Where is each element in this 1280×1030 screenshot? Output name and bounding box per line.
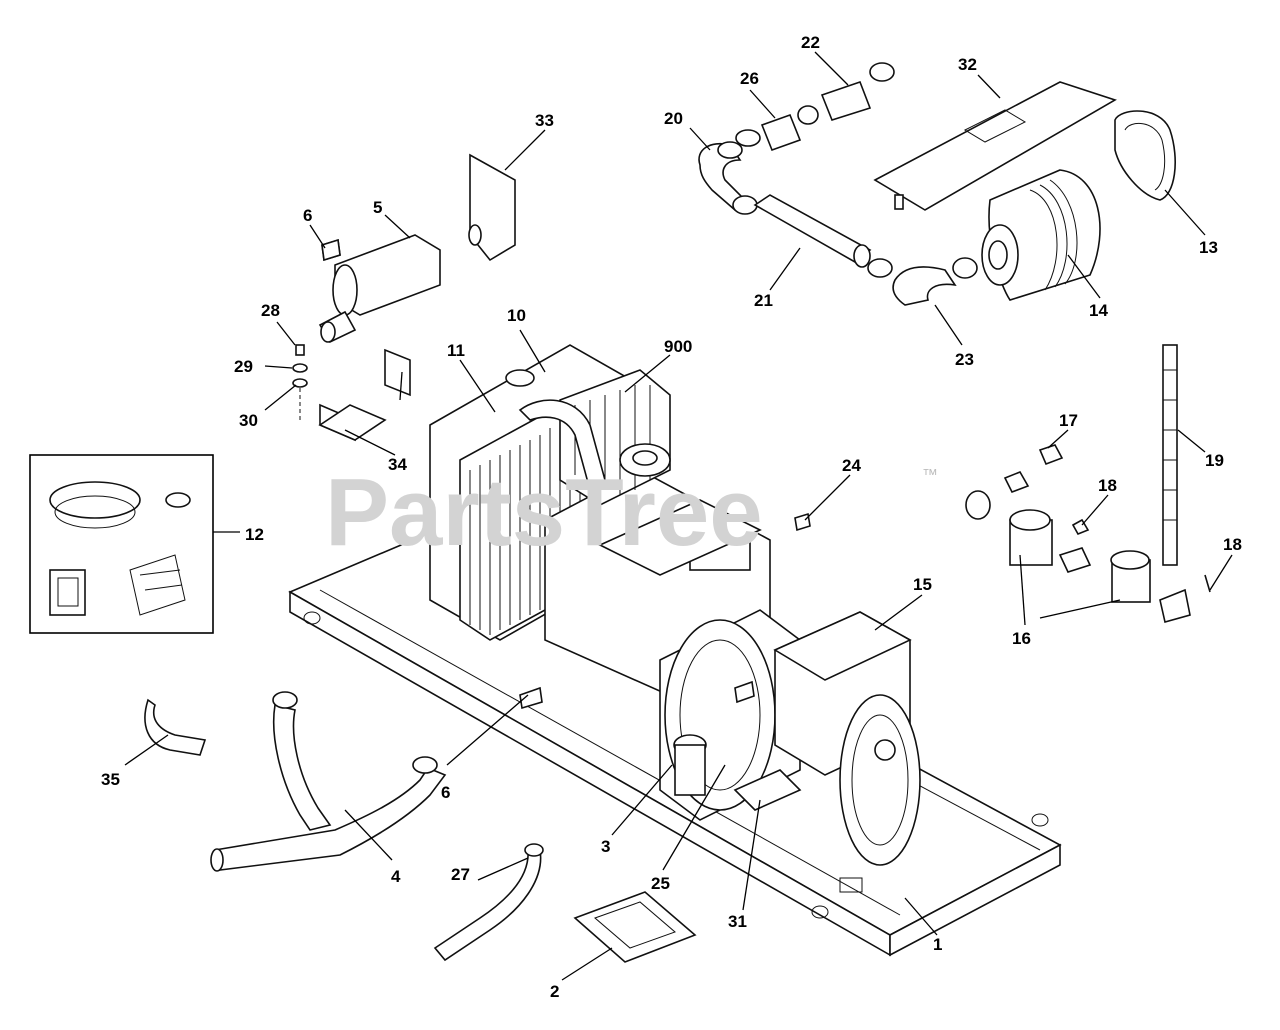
exhaust-pipe: [210, 691, 447, 872]
callout-28: 28: [261, 301, 280, 320]
callout-2: 2: [550, 982, 559, 1001]
leader-lines: [124, 51, 1233, 981]
callout-4: 4: [391, 867, 401, 886]
callout-12: 12: [245, 525, 264, 544]
callout-29: 29: [234, 357, 253, 376]
watermark: PartsTree ™: [325, 459, 938, 566]
callout-24: 24: [842, 456, 861, 475]
flex-hose: [433, 843, 544, 962]
callout-30: 30: [239, 411, 258, 430]
exhaust-bracket-33: [468, 153, 516, 262]
hardware-bolts: [292, 344, 308, 420]
battery-tray: [573, 891, 697, 963]
top-cover-plate: [873, 81, 1117, 211]
callout-27: 27: [451, 865, 470, 884]
air-cleaner-bracket: [1114, 110, 1176, 201]
callout-10: 10: [507, 306, 526, 325]
callout-26: 26: [740, 69, 759, 88]
air-intake-hoses: [698, 62, 978, 306]
callout-25: 25: [651, 874, 670, 893]
callout-6-lower: 6: [441, 783, 450, 802]
callout-18-lower: 18: [1223, 535, 1242, 554]
callout-16: 16: [1012, 629, 1031, 648]
callout-31: 31: [728, 912, 747, 931]
callout-33: 33: [535, 111, 554, 130]
callout-14: 14: [1089, 301, 1108, 320]
callout-23: 23: [955, 350, 974, 369]
callout-6-upper: 6: [303, 206, 312, 225]
decals: [321, 238, 811, 710]
callout-18-upper: 18: [1098, 476, 1117, 495]
watermark-text: PartsTree: [325, 459, 763, 566]
fuel-components: [965, 344, 1211, 623]
callout-34: 34: [388, 455, 407, 474]
callout-20: 20: [664, 109, 683, 128]
exhaust-bracket-34: [318, 348, 411, 442]
callout-labels: 1 2 3 4 5 6 6 10 11 12 13 14 15 16 17 18…: [101, 33, 1242, 1001]
watermark-trademark: ™: [922, 467, 938, 484]
air-cleaner: [981, 169, 1101, 301]
callout-32: 32: [958, 55, 977, 74]
callout-5: 5: [373, 198, 382, 217]
callout-1: 1: [933, 935, 942, 954]
callout-19: 19: [1205, 451, 1224, 470]
callout-13: 13: [1199, 238, 1218, 257]
callout-35: 35: [101, 770, 120, 789]
callout-900: 900: [664, 337, 692, 356]
kit-box: [29, 454, 214, 634]
engine: [518, 369, 771, 701]
callout-15: 15: [913, 575, 932, 594]
exhaust-elbow: [144, 698, 207, 756]
callout-17: 17: [1059, 411, 1078, 430]
callout-22: 22: [801, 33, 820, 52]
alternator: [659, 609, 921, 866]
callout-11: 11: [447, 341, 465, 360]
callout-21: 21: [754, 291, 773, 310]
callout-3: 3: [601, 837, 610, 856]
